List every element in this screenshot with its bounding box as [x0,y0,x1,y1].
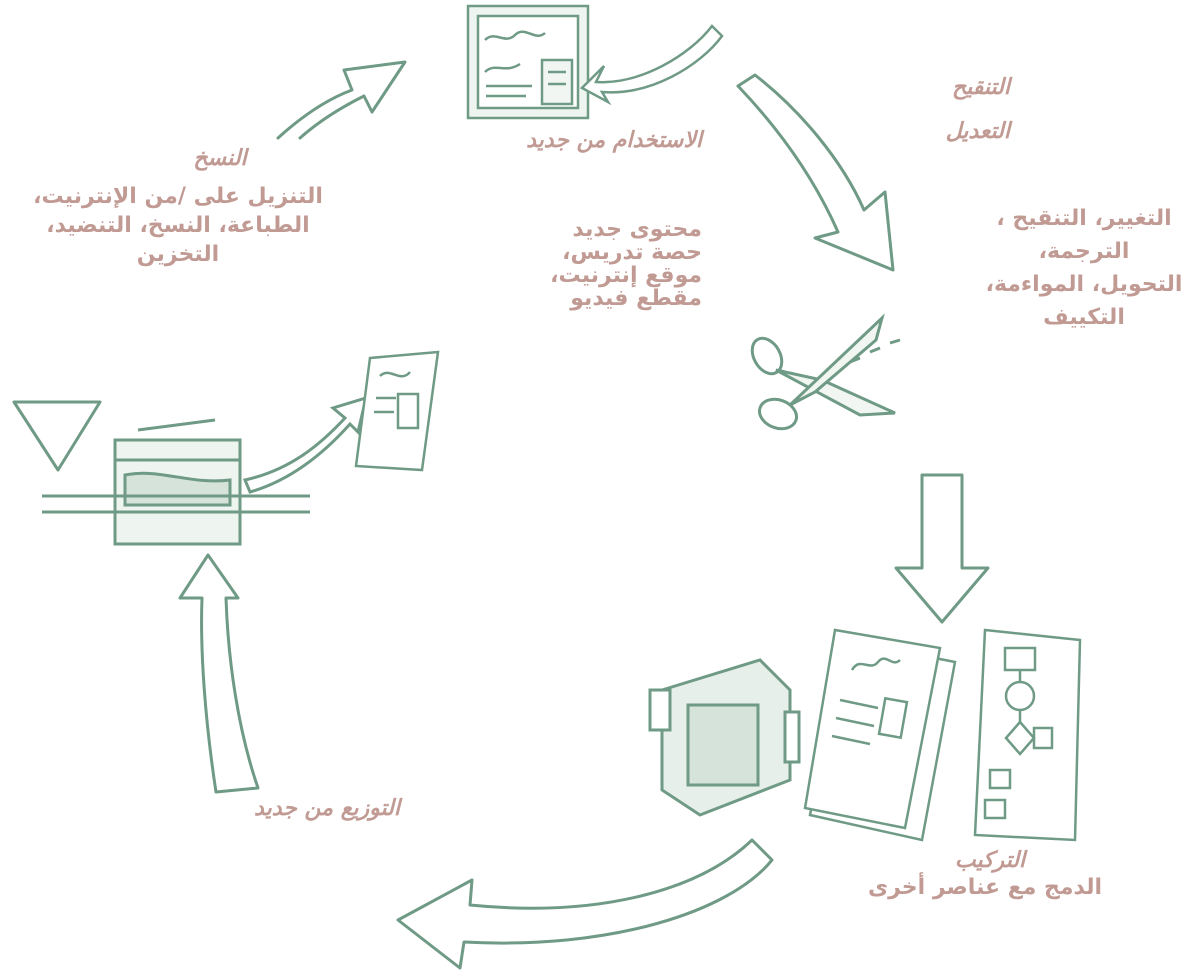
printed-page-icon [356,352,438,470]
revise-line-4: التكييف [972,301,1196,334]
remix-line-1: الدمج مع عناصر أخرى [820,876,1150,899]
revise-line-2: الترجمة، [972,235,1196,268]
reuse-line-1: محتوى جديد [470,218,702,241]
revise-line-3: التحويل، المواءمة، [972,268,1196,301]
retain-line-1: التنزيل على /من الإنترنيت، [2,182,354,211]
stage-title-revise: التنقيح التعديل [880,66,1010,154]
document-icon [805,630,955,840]
flowchart-icon [975,630,1080,840]
cycle-arrow-top-left [278,62,405,138]
retain-line-3: التخزين [2,240,354,269]
stage-title-reuse: الاستخدام من جديد [470,128,702,154]
revise-line-1: التغيير، التنقيح ، [972,202,1196,235]
cycle-arrow-top-right [738,75,893,270]
retain-line-2: الطباعة، النسخ، التنضيد، [2,211,354,240]
stage-description-remix: الدمج مع عناصر أخرى [820,876,1150,899]
reuse-line-2: حصة تدريس، [470,241,702,264]
cycle-arrow-right-down [896,475,988,622]
revise-title-1: التنقيح [880,66,1010,110]
stage-description-revise: التغيير، التنقيح ، الترجمة، التحويل، الم… [972,202,1196,334]
revise-title-2: التعديل [880,110,1010,154]
cycle-arrow-bottom [398,840,772,968]
cycle-arrow-left-up [180,555,258,792]
stage-title-retain: النسخ [140,146,300,172]
reuse-line-4: مقطع فيديو [470,287,702,310]
cycle-arrow-fragment [14,402,100,470]
stage-title-redistribute: التوزيع من جديد [180,796,400,822]
scissors-icon [746,318,900,434]
stage-title-remix: التركيب [900,848,1080,874]
computer-screen-icon [468,6,722,118]
stage-description-reuse: محتوى جديد حصة تدريس، موقع إنترنيت، مقطع… [470,218,702,310]
camera-icon [650,660,799,815]
reuse-line-3: موقع إنترنيت، [470,264,702,287]
stage-description-retain: التنزيل على /من الإنترنيت، الطباعة، النس… [2,182,354,269]
